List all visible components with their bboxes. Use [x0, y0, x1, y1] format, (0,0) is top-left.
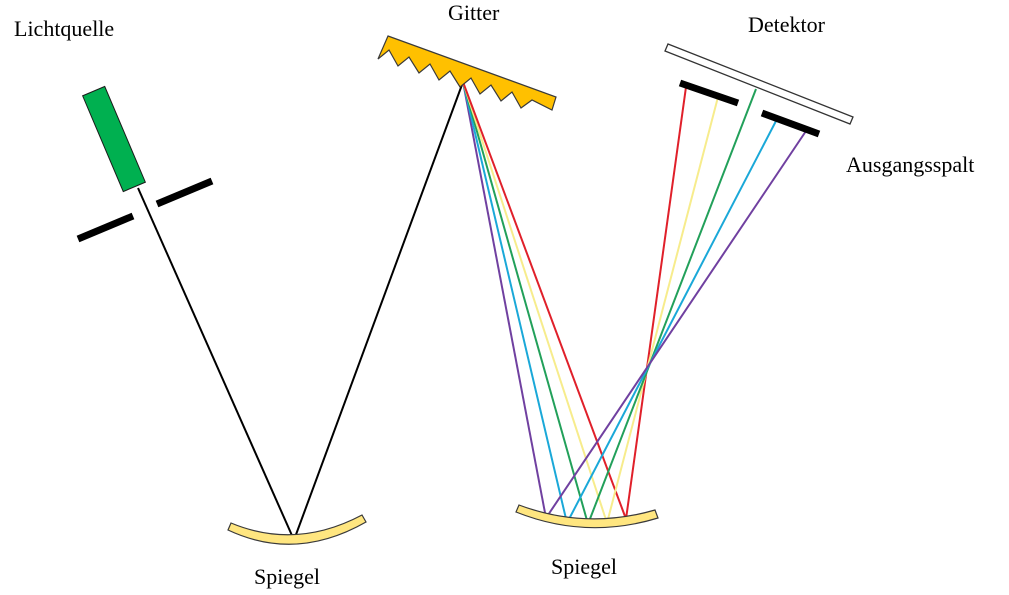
mirror-left [227, 514, 367, 545]
detector-bar [664, 43, 854, 125]
ray-red-up [625, 86, 687, 520]
beam-mirror-to-grating [293, 81, 464, 541]
mirror-right [515, 504, 659, 529]
exit-slit-left [678, 79, 740, 107]
light-source-label: Lichtquelle [14, 16, 115, 41]
ray-yellow-down [462, 81, 608, 524]
ray-red-down [462, 81, 627, 520]
detector-label: Detektor [748, 12, 825, 37]
ray-blue-up [566, 120, 777, 524]
ray-blue-down [462, 81, 568, 524]
beam-source-to-mirror [137, 187, 295, 541]
diffraction-grating [377, 35, 557, 111]
ray-violet-up [545, 130, 807, 519]
ray-violet-down [462, 81, 547, 519]
entrance-slit-left [76, 212, 135, 243]
light-source-lamp [81, 85, 147, 193]
grating-label: Gitter [448, 0, 500, 25]
mirror-right-label: Spiegel [551, 554, 617, 579]
dispersed-rays-to-detector [545, 86, 807, 525]
dispersed-rays-to-mirror [462, 81, 627, 525]
mirror-left-label: Spiegel [254, 564, 320, 589]
ray-green-down [462, 81, 589, 525]
ray-green-up [587, 88, 757, 525]
exit-slit-right [760, 109, 821, 138]
ray-yellow-up [606, 96, 719, 524]
entrance-slit-right [155, 177, 214, 208]
exit-slit-label: Ausgangsspalt [846, 152, 975, 177]
